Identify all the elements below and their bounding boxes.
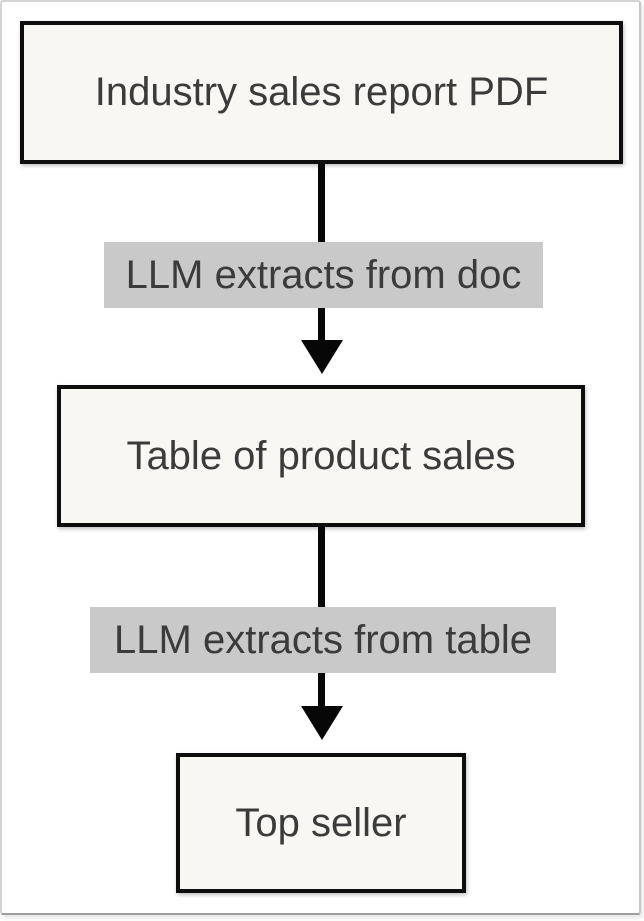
- edge-label-text: LLM extracts from table: [114, 617, 532, 662]
- edge-label-llm-extracts-from-table: LLM extracts from table: [90, 607, 556, 673]
- node-top-seller: Top seller: [176, 753, 466, 893]
- edge-line-table-to-label: [318, 527, 325, 608]
- edge-line-source-to-label: [318, 164, 325, 243]
- edge-line-label-to-arrowhead: [318, 673, 325, 710]
- arrowhead-down-icon: [301, 706, 343, 740]
- node-label: Table of product sales: [126, 433, 516, 478]
- node-table-of-product-sales: Table of product sales: [57, 385, 585, 527]
- edge-label-llm-extracts-from-doc: LLM extracts from doc: [104, 242, 543, 308]
- arrowhead-down-icon: [301, 340, 343, 374]
- edge-label-text: LLM extracts from doc: [125, 252, 522, 297]
- node-industry-sales-report-pdf: Industry sales report PDF: [20, 21, 623, 164]
- node-label: Industry sales report PDF: [94, 70, 549, 114]
- edge-line-label-to-arrowhead: [318, 308, 325, 344]
- node-label: Top seller: [235, 800, 407, 845]
